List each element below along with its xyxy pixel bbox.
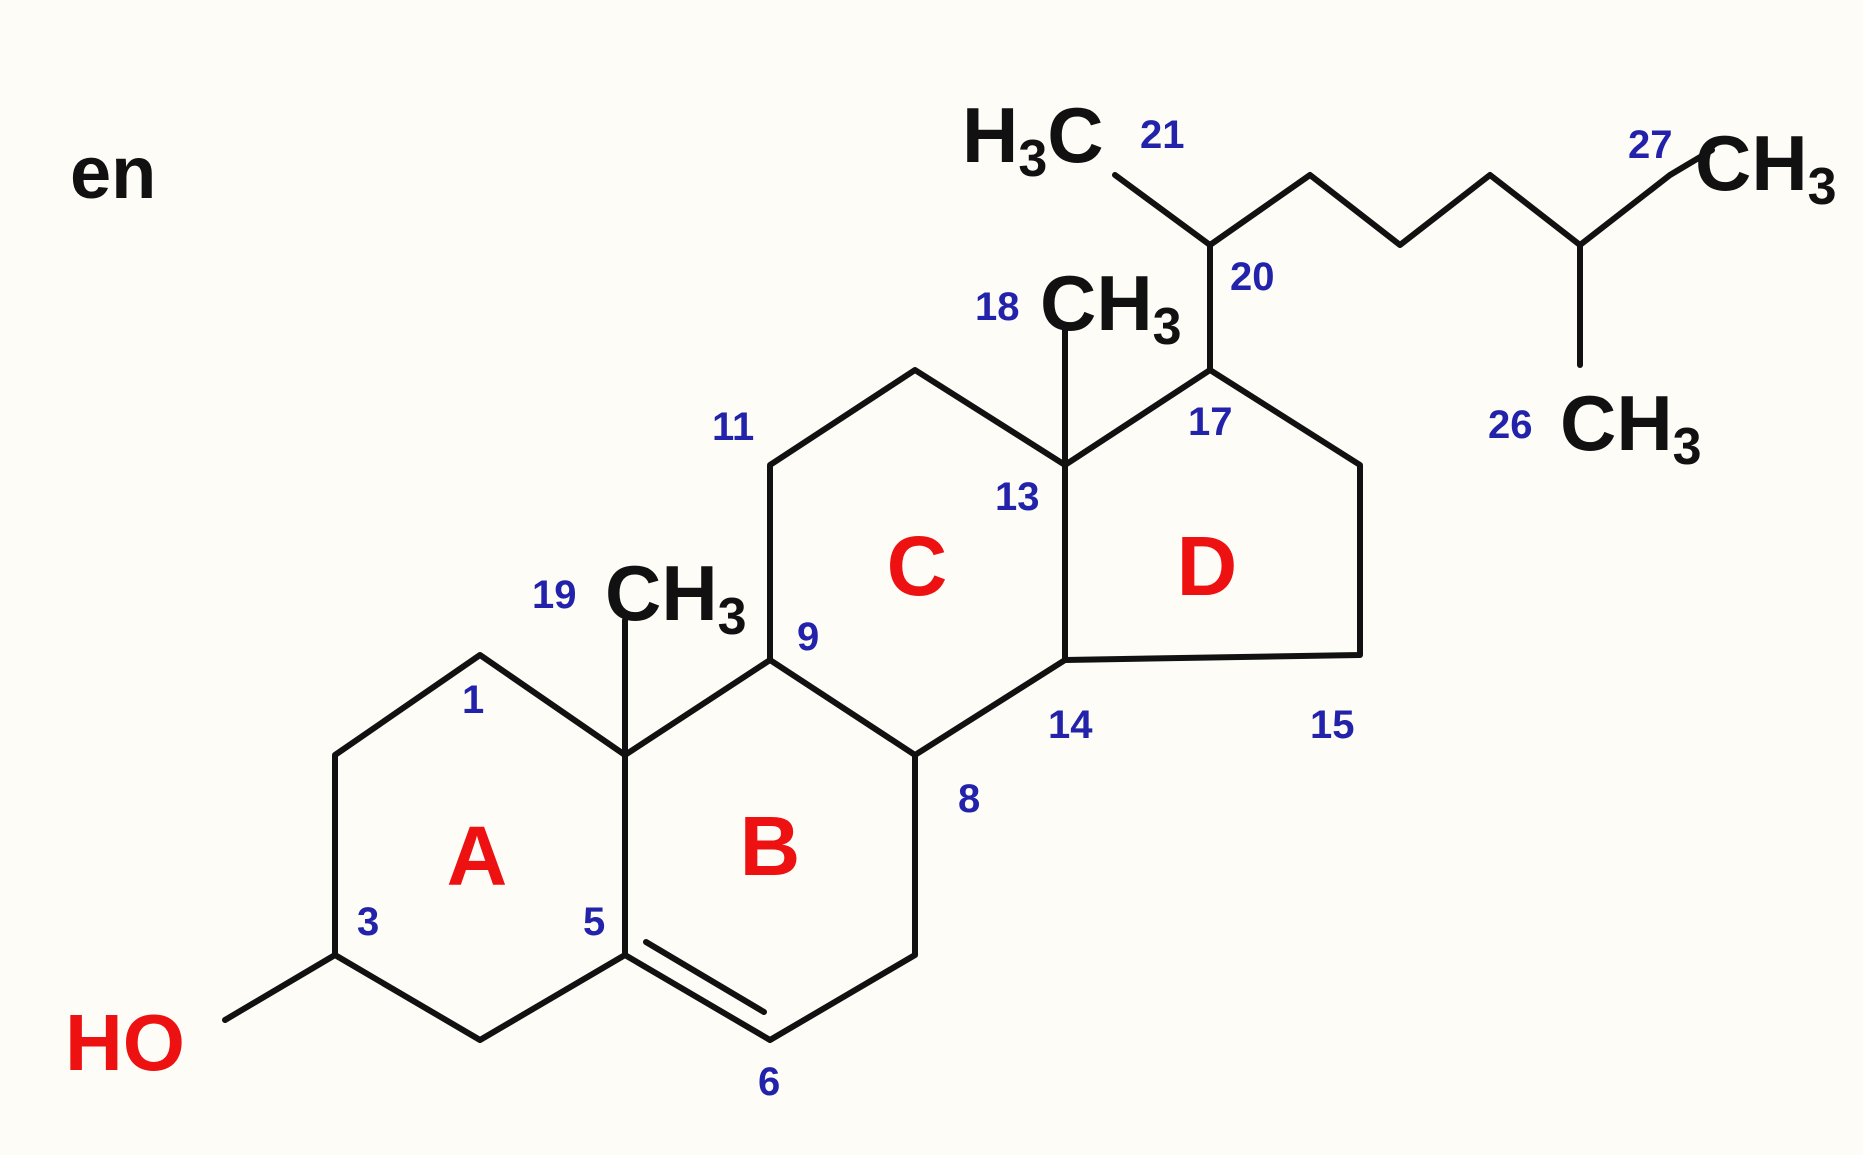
atom-number-5: 5 bbox=[583, 900, 605, 944]
language-label: en bbox=[70, 131, 156, 214]
ring-d-bonds bbox=[1062, 367, 1363, 663]
atom-number-1: 1 bbox=[462, 678, 484, 722]
atom-number-11: 11 bbox=[712, 405, 754, 449]
ring-label-a: A bbox=[447, 809, 508, 903]
atom-number-15: 15 bbox=[1310, 703, 1355, 747]
substituent-bonds bbox=[222, 327, 1068, 1023]
ring-label-c: C bbox=[887, 519, 948, 613]
atom-number-6: 6 bbox=[758, 1060, 780, 1104]
double-bond-c5-c6 bbox=[643, 939, 767, 1015]
bond-c21 bbox=[1112, 172, 1213, 248]
hydroxyl-group: HO bbox=[65, 998, 185, 1087]
methyl-group-c26: CH3 bbox=[1560, 379, 1702, 476]
ring-b-bonds bbox=[622, 657, 918, 1043]
ring-c-bonds bbox=[767, 367, 1068, 758]
atom-number-26: 26 bbox=[1488, 403, 1533, 447]
atom-number-27: 27 bbox=[1628, 123, 1673, 167]
ring-label-d: D bbox=[1177, 519, 1238, 613]
atom-number-9: 9 bbox=[797, 615, 819, 659]
ring-label-b: B bbox=[740, 799, 801, 893]
methyl-group-c27: CH3 bbox=[1695, 119, 1837, 216]
atom-number-13: 13 bbox=[995, 475, 1040, 519]
atom-number-17: 17 bbox=[1188, 400, 1233, 444]
side-chain-bonds bbox=[1112, 147, 1715, 373]
bond-hydroxyl bbox=[222, 952, 338, 1023]
atom-number-3: 3 bbox=[357, 900, 379, 944]
methyl-group-c19: CH3 bbox=[605, 549, 747, 646]
methyl-group-c18: CH3 bbox=[1040, 259, 1182, 356]
atom-number-21: 21 bbox=[1140, 113, 1185, 157]
methyl-group-c21: H3C bbox=[962, 91, 1104, 188]
atom-number-8: 8 bbox=[958, 777, 980, 821]
atom-number-18: 18 bbox=[975, 285, 1020, 329]
atom-number-14: 14 bbox=[1048, 703, 1093, 747]
atom-number-19: 19 bbox=[532, 573, 577, 617]
atom-number-20: 20 bbox=[1230, 255, 1275, 299]
